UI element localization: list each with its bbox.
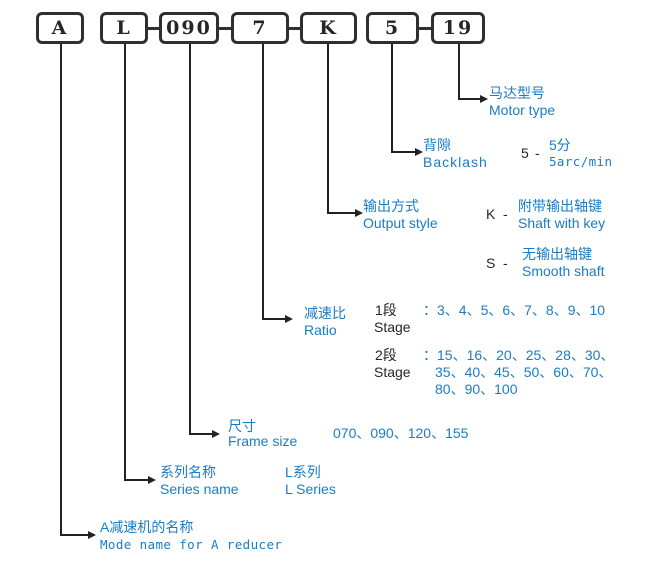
separator-dash bbox=[219, 27, 231, 30]
arrowhead-frame-size bbox=[212, 430, 220, 438]
code-box-output-style: K bbox=[300, 12, 357, 44]
ratio-stage2-label-en: Stage bbox=[374, 364, 411, 380]
backlash-option-separator: - bbox=[535, 145, 540, 161]
backlash-value-cn: 5分 bbox=[549, 137, 571, 153]
separator-dash bbox=[289, 27, 300, 30]
output-option-key: K bbox=[486, 206, 496, 222]
leader-line-mode-name bbox=[60, 534, 90, 536]
frame-size-label-cn: 尺寸 bbox=[228, 418, 256, 434]
code-box-series: L bbox=[100, 12, 148, 44]
ratio-label-en: Ratio bbox=[304, 322, 337, 338]
arrowhead-output-style bbox=[355, 209, 363, 217]
motor-type-label-en: Motor type bbox=[489, 102, 556, 118]
leader-line-ratio bbox=[262, 44, 264, 320]
ratio-stage2-values-line: 35、40、45、50、60、70、 bbox=[435, 364, 613, 380]
output-style-label-en: Output style bbox=[363, 215, 438, 231]
output-option-smooth-en: Smooth shaft bbox=[522, 263, 605, 279]
arrowhead-ratio bbox=[285, 315, 293, 323]
mode-name-label-en: Mode name for A reducer bbox=[100, 537, 283, 552]
leader-line-output-style bbox=[327, 44, 329, 214]
arrowhead-backlash bbox=[415, 148, 423, 156]
ratio-stage2-label-cn: 2段 bbox=[375, 347, 397, 363]
ratio-stage1-label-cn: 1段 bbox=[375, 302, 397, 318]
code-box-backlash: 5 bbox=[366, 12, 419, 44]
series-name-label-en: Series name bbox=[160, 481, 239, 497]
ratio-stage1-label-en: Stage bbox=[374, 319, 411, 335]
arrowhead-mode-name bbox=[88, 531, 96, 539]
code-box-ratio: 7 bbox=[231, 12, 289, 44]
leader-line-series-name bbox=[124, 479, 150, 481]
code-box-frame-size: 090 bbox=[159, 12, 219, 44]
ratio-stage2-values-line: ：15、16、20、25、28、30、 bbox=[423, 347, 615, 363]
leader-line-motor-type bbox=[458, 44, 460, 100]
leader-line-series-name bbox=[124, 44, 126, 481]
frame-size-values: 070、090、120、155 bbox=[333, 425, 469, 441]
series-name-value-cn: L系列 bbox=[285, 464, 321, 480]
motor-type-label-cn: 马达型号 bbox=[489, 85, 545, 101]
leader-line-output-style bbox=[327, 212, 357, 214]
leader-line-ratio bbox=[262, 318, 287, 320]
ratio-stage2-values-line: 80、90、100 bbox=[435, 381, 518, 397]
frame-size-label-en: Frame size bbox=[228, 433, 298, 449]
arrowhead-series-name bbox=[148, 476, 156, 484]
output-option-keyed-en: Shaft with key bbox=[518, 215, 606, 231]
backlash-label-en: Backlash bbox=[423, 154, 488, 170]
backlash-value-en: 5arc/min bbox=[549, 154, 613, 169]
leader-line-backlash bbox=[391, 151, 417, 153]
series-name-value-en: L Series bbox=[285, 481, 336, 497]
ratio-label-cn: 减速比 bbox=[304, 305, 346, 321]
leader-line-mode-name bbox=[60, 44, 62, 536]
output-option-key: S bbox=[486, 255, 496, 271]
output-option-keyed-cn: 附带输出轴键 bbox=[518, 198, 602, 214]
code-box-model: A bbox=[36, 12, 84, 44]
output-option-separator: - bbox=[503, 206, 508, 222]
separator-dash bbox=[148, 27, 159, 30]
code-box-motor-type: 19 bbox=[431, 12, 485, 44]
output-option-smooth-cn: 无输出轴键 bbox=[522, 246, 592, 262]
mode-name-label-cn: A减速机的名称 bbox=[100, 519, 194, 535]
output-style-label-cn: 输出方式 bbox=[363, 198, 419, 214]
separator-dash bbox=[419, 27, 431, 30]
ratio-stage1-values: ：3、4、5、6、7、8、9、10 bbox=[423, 302, 606, 318]
series-name-label-cn: 系列名称 bbox=[160, 464, 216, 480]
leader-line-frame-size bbox=[189, 433, 214, 435]
backlash-option-key: 5 bbox=[521, 145, 529, 161]
leader-line-backlash bbox=[391, 44, 393, 153]
arrowhead-motor-type bbox=[480, 95, 488, 103]
leader-line-motor-type bbox=[458, 98, 482, 100]
backlash-label-cn: 背隙 bbox=[423, 137, 451, 153]
output-option-separator: - bbox=[503, 255, 508, 271]
leader-line-frame-size bbox=[189, 44, 191, 435]
